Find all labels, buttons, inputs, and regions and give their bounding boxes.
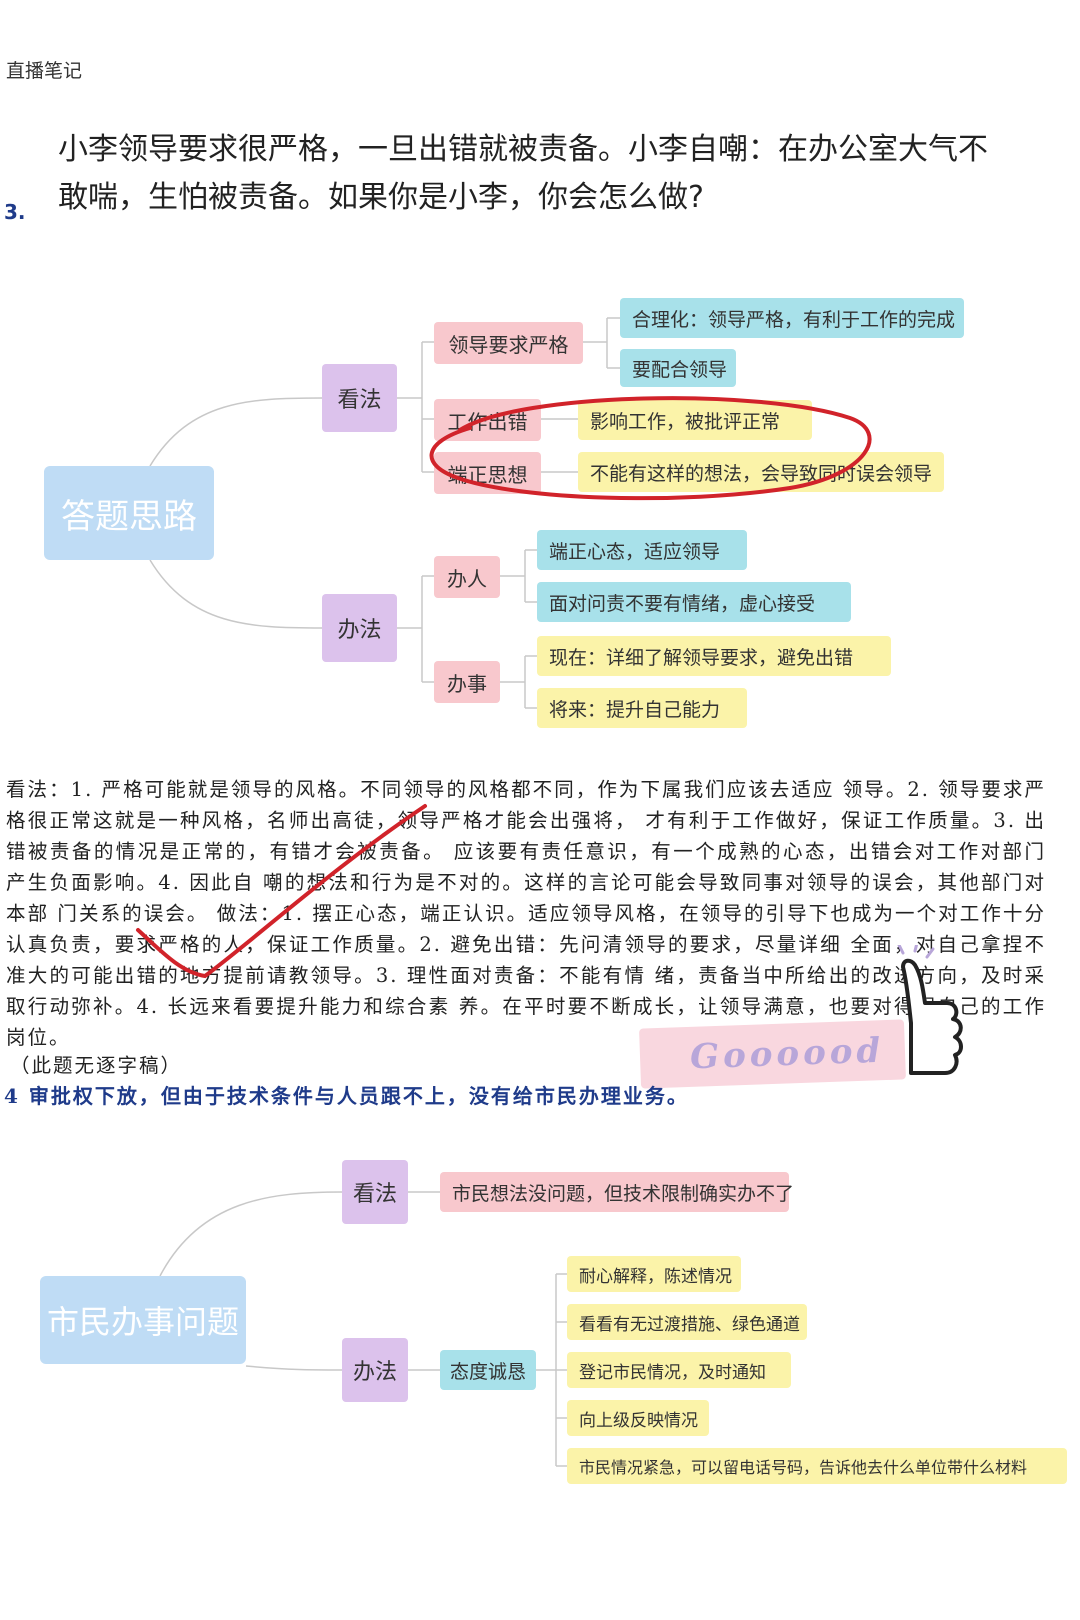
question-4-title: 4 审批权下放，但由于技术条件与人员跟不上，没有给市民办理业务。 — [4, 1084, 689, 1108]
thumbs-up-icon — [897, 945, 963, 1075]
branch-handle-people: 办人 — [434, 556, 500, 598]
question-line-2: 敢喘，生怕被责备。如果你是小李，你会怎么做? — [58, 180, 704, 215]
leaf-report-superior: 向上级反映情况 — [567, 1400, 709, 1436]
branch-handle-matters: 办事 — [434, 661, 500, 703]
mindmap2-sincere-attitude: 态度诚恳 — [440, 1350, 536, 1390]
leaf-future-improve: 将来：提升自己能力 — [537, 688, 747, 728]
leaf-accept-criticism: 面对问责不要有情绪，虚心接受 — [537, 582, 851, 622]
question-number: 3. — [4, 200, 26, 224]
question-line-1: 小李领导要求很严格，一旦出错就被责备。小李自嘲：在办公室大气不 — [58, 132, 988, 167]
header-label: 直播笔记 — [6, 60, 83, 82]
leaf-patient-explain: 耐心解释，陈述情况 — [567, 1256, 741, 1292]
leaf-cooperate: 要配合领导 — [620, 349, 736, 387]
mindmap1-method-node: 办法 — [322, 594, 397, 662]
mindmap2-root: 市民办事问题 — [40, 1276, 246, 1364]
no-transcript-note: （此题无逐字稿） — [10, 1054, 183, 1077]
leaf-affect-work: 影响工作，被批评正常 — [578, 400, 812, 440]
mindmap1-root: 答题思路 — [44, 466, 214, 560]
branch-leader-strict: 领导要求严格 — [434, 322, 583, 364]
sticker-text: Goooood — [689, 1030, 885, 1078]
branch-correct-thinking: 端正思想 — [434, 452, 541, 494]
mindmap2-method-node: 办法 — [342, 1338, 408, 1402]
mindmap1-view-node: 看法 — [322, 364, 397, 432]
leaf-register-notify: 登记市民情况，及时通知 — [567, 1352, 791, 1388]
leaf-adjust-mindset: 端正心态，适应领导 — [537, 530, 747, 570]
leaf-citizen-no-problem: 市民想法没问题，但技术限制确实办不了 — [440, 1172, 794, 1212]
branch-work-error: 工作出错 — [434, 399, 541, 441]
leaf-no-such-thought: 不能有这样的想法，会导致同时误会领导 — [578, 452, 944, 492]
leaf-now-understand: 现在：详细了解领导要求，避免出错 — [537, 636, 891, 676]
leaf-urgent-case: 市民情况紧急，可以留电话号码，告诉他去什么单位带什么材料 — [567, 1448, 1067, 1484]
leaf-transition-measures: 看看有无过渡措施、绿色通道 — [567, 1304, 807, 1340]
leaf-rationalize: 合理化：领导严格，有利于工作的完成 — [620, 298, 964, 338]
mindmap2-view-node: 看法 — [342, 1160, 408, 1224]
